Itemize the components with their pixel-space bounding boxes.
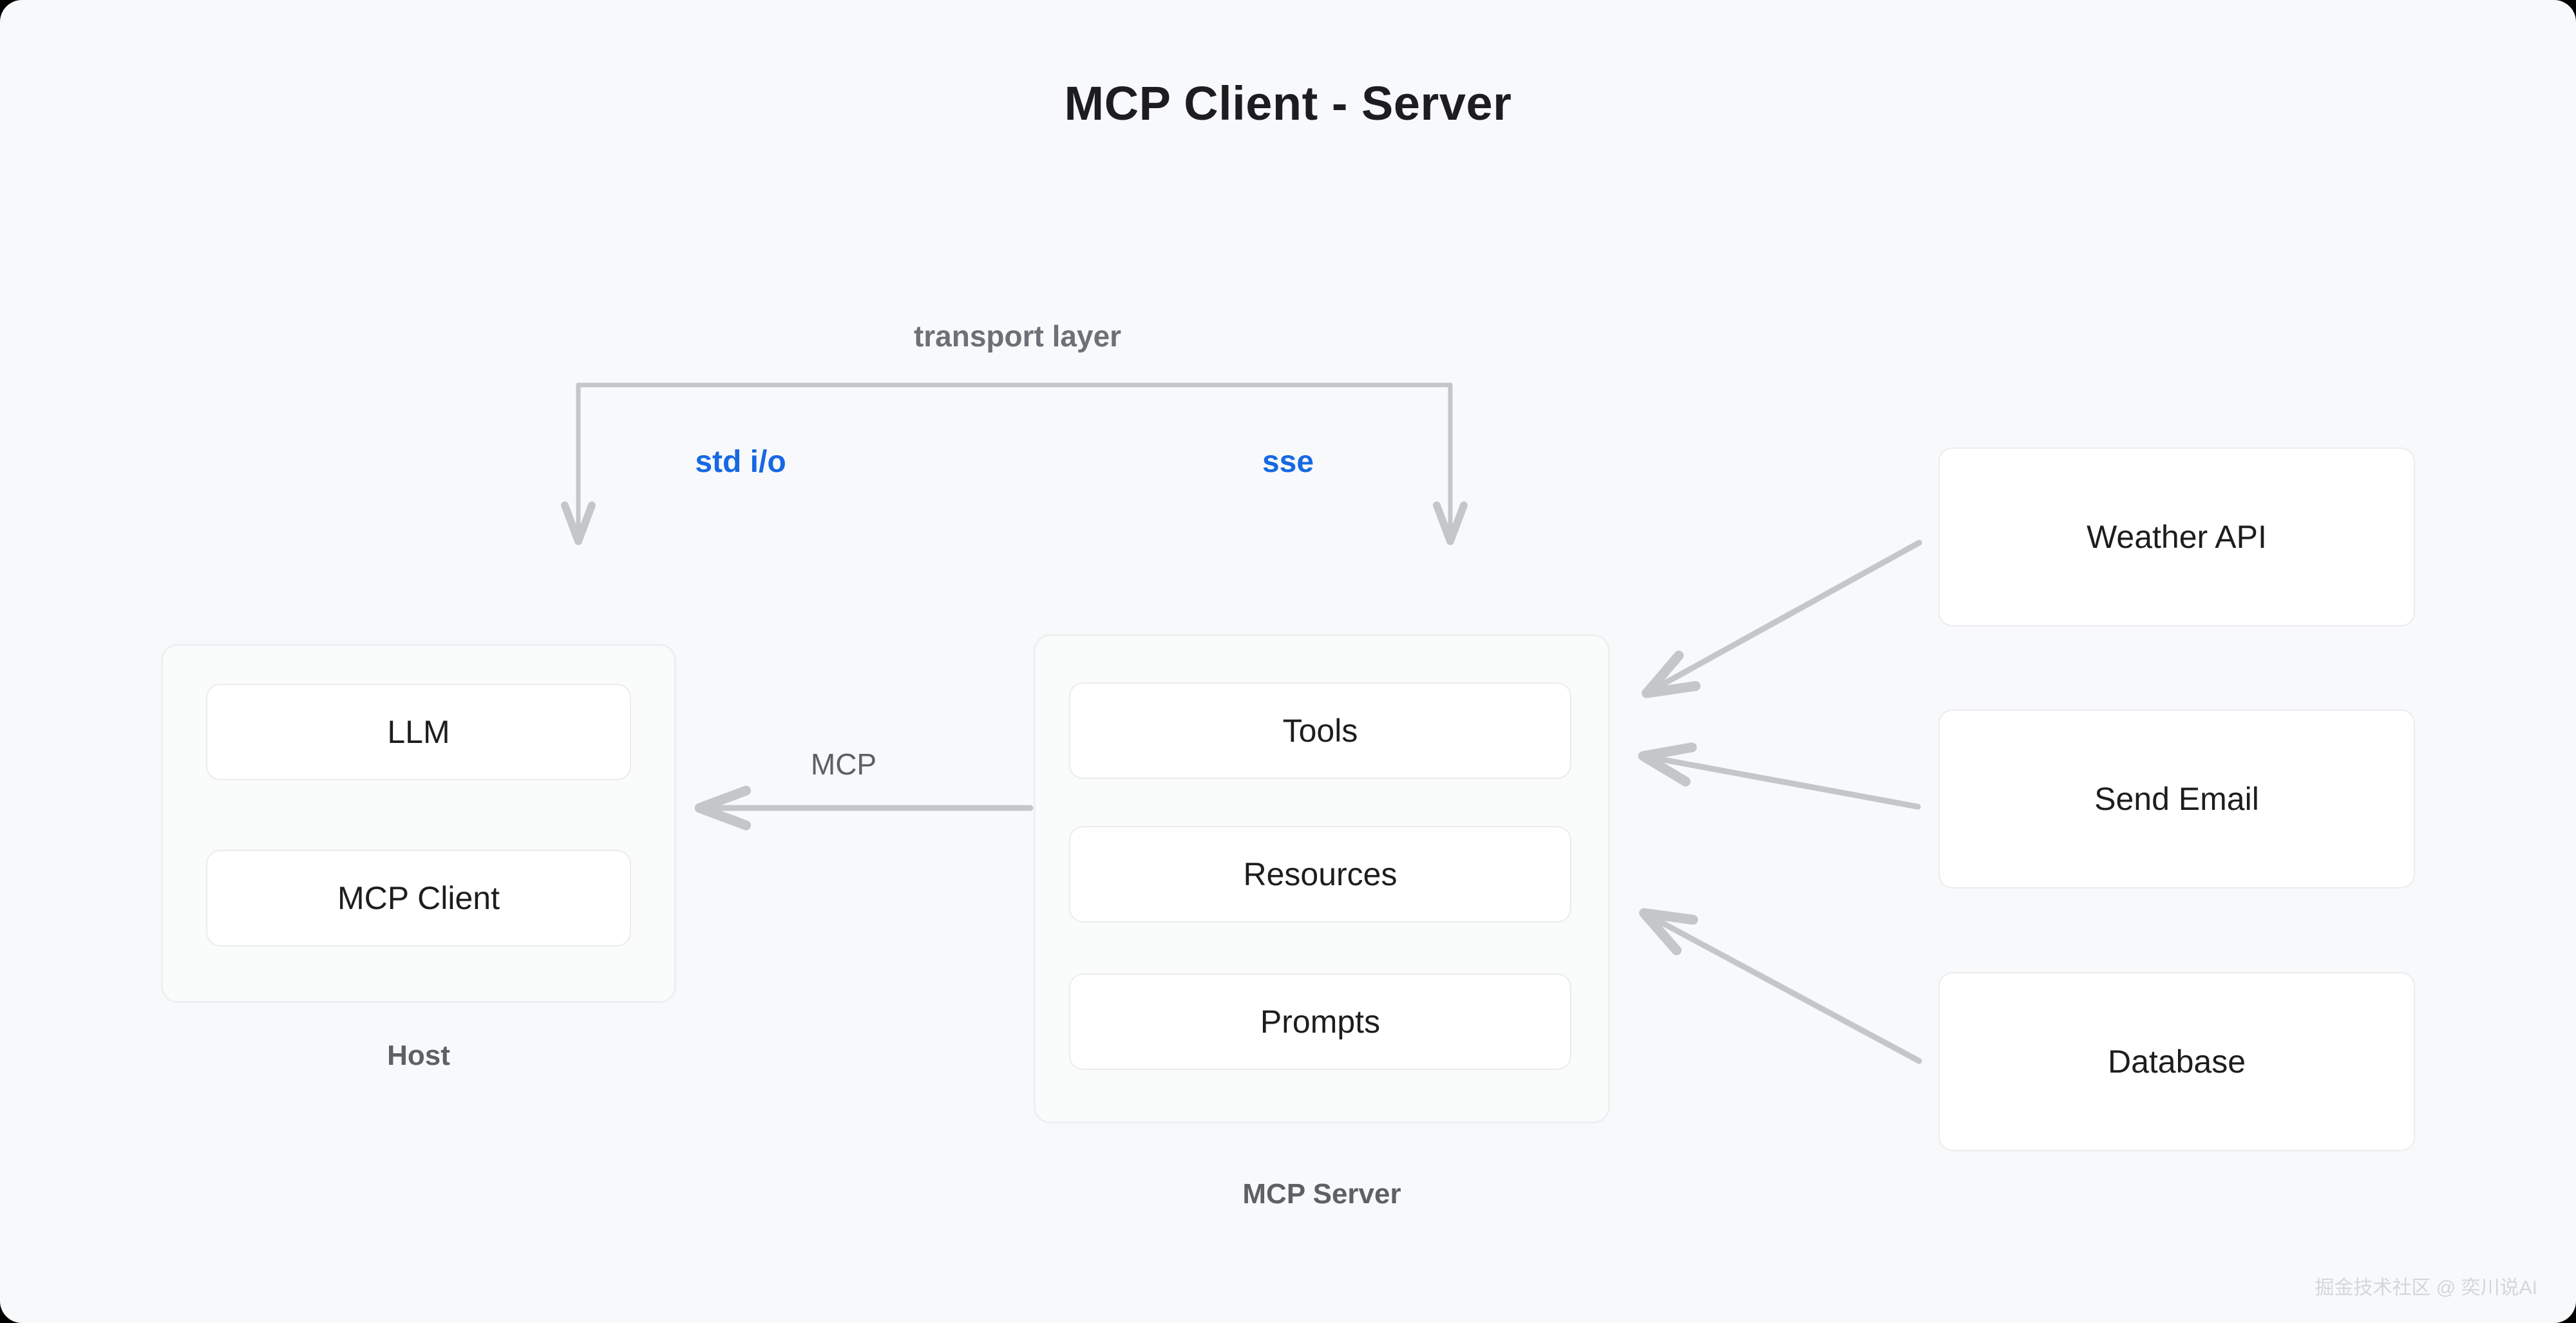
node-database[interactable]: Database — [1938, 972, 2415, 1151]
mcp-server-group-label: MCP Server — [1242, 1178, 1401, 1210]
watermark: 掘金技术社区 @ 奕川说AI — [2315, 1277, 2537, 1299]
database-to-server-arrow — [1639, 908, 1922, 1064]
host-group-label: Host — [387, 1040, 450, 1071]
node-weather-api[interactable]: Weather API — [1938, 447, 2415, 626]
node-prompts[interactable]: Prompts — [1069, 973, 1571, 1070]
page-title: MCP Client - Server — [1064, 77, 1512, 130]
transport-layer-label: transport layer — [913, 319, 1122, 353]
node-resources[interactable]: Resources — [1069, 826, 1571, 923]
mcp-connection-label: MCP — [810, 747, 877, 781]
node-tools[interactable]: Tools — [1069, 682, 1571, 779]
send-email-to-server-arrow — [1638, 742, 1921, 810]
transport-option-stdio: std i/o — [695, 445, 786, 479]
node-mcp-client[interactable]: MCP Client — [206, 850, 631, 946]
node-llm[interactable]: LLM — [206, 684, 631, 780]
transport-option-sse: sse — [1262, 445, 1314, 479]
weather-api-to-server-arrow — [1642, 540, 1922, 699]
node-send-email[interactable]: Send Email — [1938, 709, 2415, 888]
